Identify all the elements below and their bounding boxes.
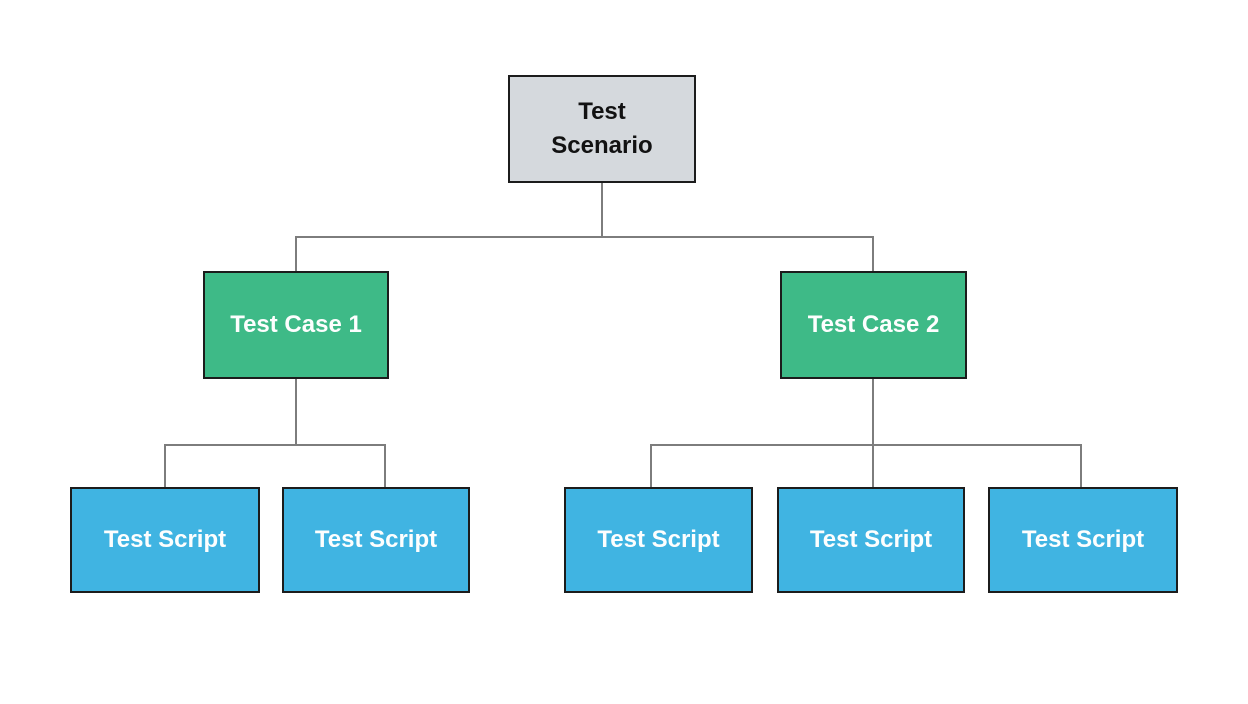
connector-script2-drop	[384, 444, 386, 488]
node-test-script-1: Test Script	[70, 487, 260, 593]
connector-case2-drop	[872, 236, 874, 272]
node-label: Test Script	[597, 526, 720, 554]
connector-case2-stem	[872, 378, 874, 446]
node-test-script-3: Test Script	[564, 487, 753, 593]
connector-script1-drop	[164, 444, 166, 488]
node-label: Test Scenario	[551, 98, 653, 159]
node-label: Test Script	[809, 526, 933, 554]
connector-script4-drop	[872, 444, 874, 488]
node-test-case-1: Test Case 1	[203, 271, 389, 379]
node-label: Test Case 1	[230, 311, 362, 339]
node-test-script-4: Test Script	[777, 487, 965, 593]
connector-left-rail	[164, 444, 386, 446]
connector-script5-drop	[1080, 444, 1082, 488]
connector-case1-stem	[295, 378, 297, 446]
connector-script3-drop	[650, 444, 652, 488]
node-label: Test Case 2	[807, 311, 940, 339]
connector-root-stem	[601, 182, 603, 238]
connector-right-rail	[650, 444, 1082, 446]
node-test-case-2: Test Case 2	[780, 271, 967, 379]
node-label: Test Script	[1021, 526, 1145, 554]
node-label: Test Script	[103, 526, 227, 554]
node-test-script-2: Test Script	[282, 487, 470, 593]
connector-top-rail	[295, 236, 874, 238]
node-test-script-5: Test Script	[988, 487, 1178, 593]
node-test-scenario: Test Scenario	[508, 75, 696, 183]
node-label: Test Script	[314, 526, 438, 554]
connector-case1-drop	[295, 236, 297, 272]
